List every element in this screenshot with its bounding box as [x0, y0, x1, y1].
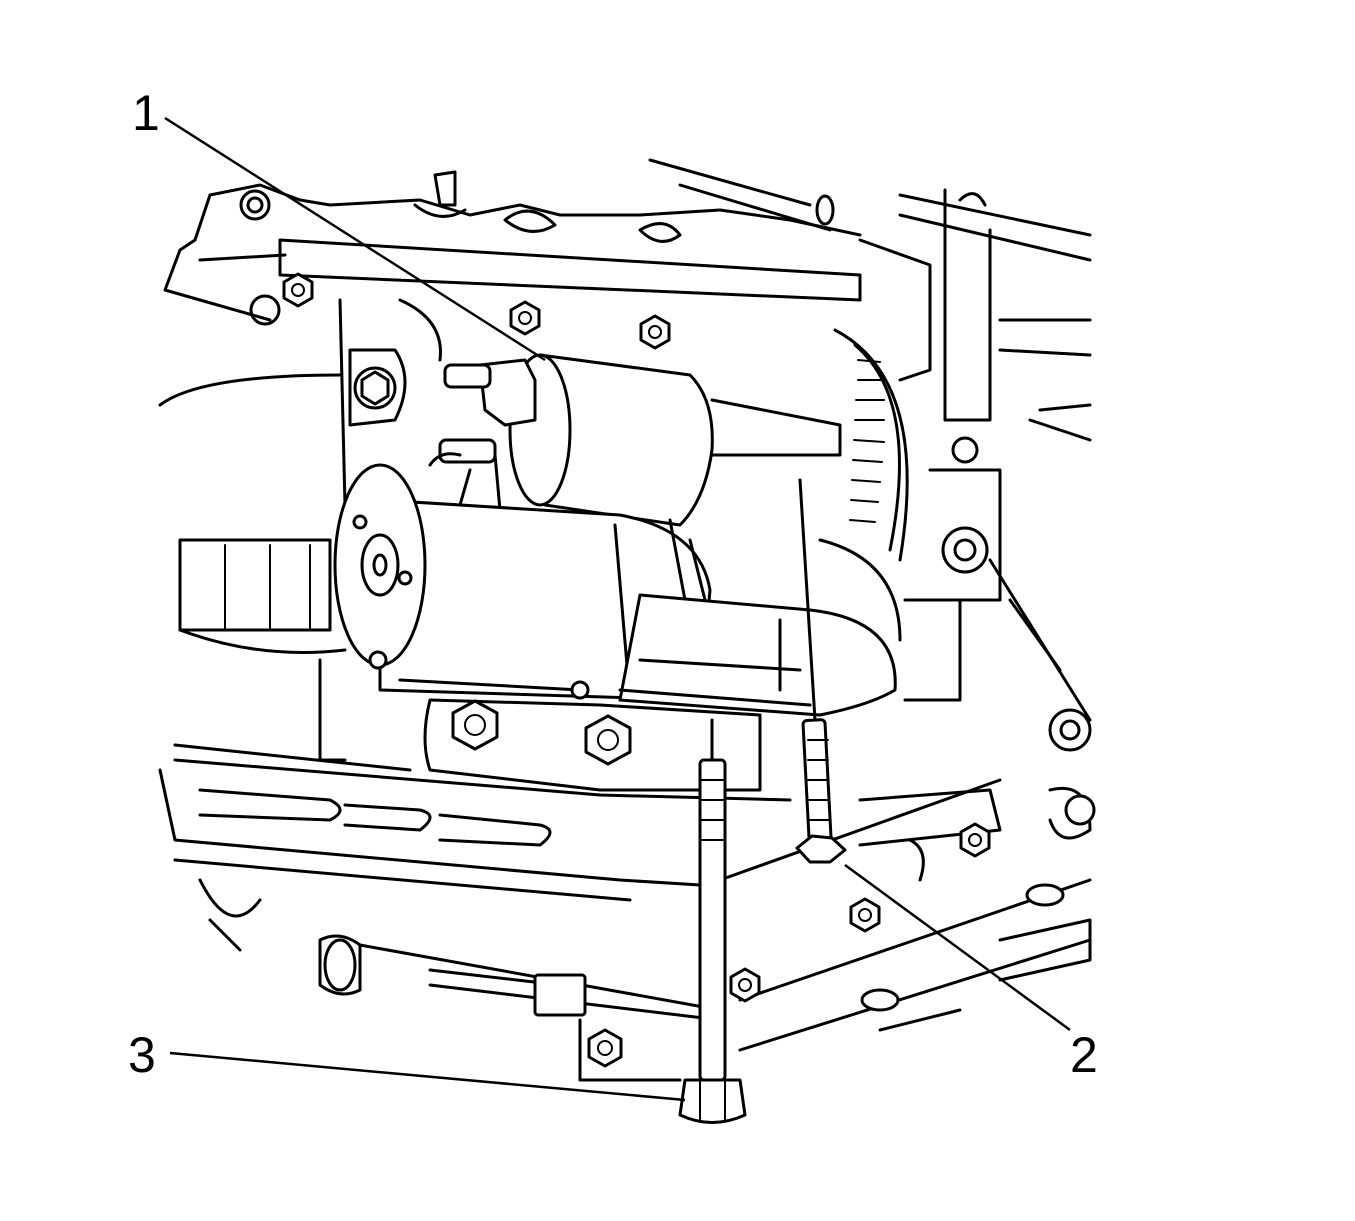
leader-line-3 [169, 1051, 686, 1102]
oil-pan-area [158, 538, 1092, 1082]
leader-line-1 [164, 116, 546, 362]
flywheel-ring-gear [833, 328, 909, 562]
starter-bolt-2 [795, 478, 847, 864]
callout-2: 2 [1070, 1027, 1098, 1083]
bell-housing [158, 298, 442, 507]
starter-motor [333, 353, 902, 717]
callout-3: 3 [128, 1027, 156, 1083]
starter-mounting-bracket [318, 436, 1096, 840]
callout-1: 1 [132, 85, 160, 141]
leader-line-2 [844, 863, 1071, 1032]
upper-rail-bolts [282, 272, 671, 350]
engine-block-upper [163, 158, 1092, 442]
starter-bolt-3 [678, 718, 747, 1124]
leader-lines [164, 116, 1071, 1102]
